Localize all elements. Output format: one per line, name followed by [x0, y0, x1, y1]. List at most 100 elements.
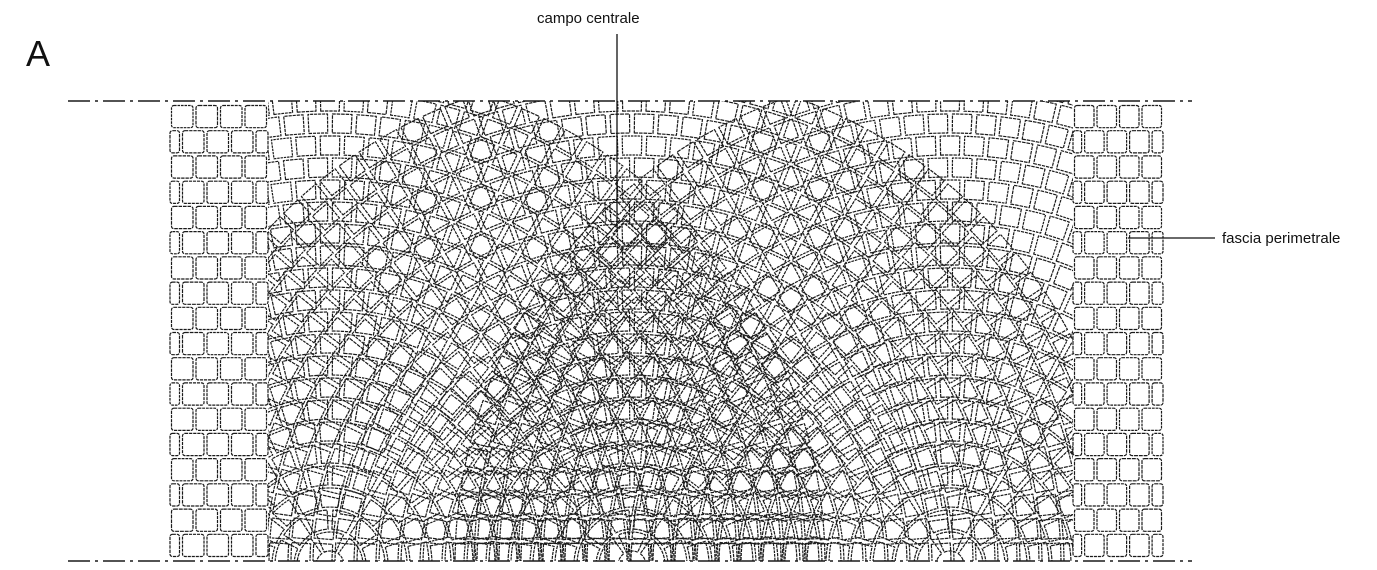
- central-field-stone: [1224, 188, 1251, 215]
- central-field-stone: [855, 165, 878, 188]
- central-field-stone: [470, 92, 494, 116]
- central-field-stone: [187, 430, 214, 457]
- central-field-stone: [915, 445, 937, 467]
- central-field-stone: [192, 343, 218, 369]
- central-field-stone: [831, 170, 855, 194]
- central-field-stone: [123, 517, 145, 539]
- perimeter-band-stone: [1120, 156, 1140, 178]
- central-field-stone: [1089, 391, 1116, 418]
- central-field-stone: [55, 543, 75, 563]
- central-field-stone: [1360, 313, 1377, 339]
- perimeter-band-stone: [221, 509, 243, 531]
- perimeter-band-stone: [1152, 131, 1163, 153]
- central-field-stone: [793, 352, 820, 379]
- central-field-stone: [658, 115, 679, 136]
- central-field-stone: [176, 205, 201, 230]
- central-field-stone: [121, 406, 148, 433]
- central-field-stone: [939, 488, 960, 508]
- central-field-stone: [1171, 385, 1198, 412]
- perimeter-band-stone: [1120, 106, 1140, 128]
- perimeter-band-stone: [1152, 181, 1163, 203]
- central-field-stone: [430, 542, 451, 562]
- central-field-stone: [12, 423, 37, 448]
- central-field-stone: [1291, 518, 1312, 539]
- perimeter-band-stone: [1073, 333, 1082, 355]
- central-field-stone: [1308, 356, 1334, 382]
- central-field-stone: [502, 105, 525, 128]
- central-field-stone: [56, 518, 77, 539]
- central-field-stone: [367, 138, 388, 159]
- perimeter-band-stone: [221, 206, 243, 228]
- central-field-stone: [0, 237, 3, 264]
- central-field-stone: [1184, 405, 1210, 431]
- central-field-stone: [1167, 471, 1191, 495]
- central-field-stone: [276, 400, 301, 425]
- central-field-stone: [1202, 518, 1223, 539]
- central-field-stone: [408, 542, 429, 563]
- central-field-stone: [1175, 180, 1201, 206]
- central-field-stone: [0, 257, 15, 284]
- central-field-stone: [1252, 446, 1276, 471]
- perimeter-band-stone: [221, 408, 243, 430]
- central-field-stone: [622, 136, 642, 155]
- central-field-stone: [748, 493, 772, 517]
- central-field-stone: [90, 199, 116, 225]
- central-field-stone: [160, 470, 186, 496]
- central-field-stone: [425, 80, 448, 103]
- central-field-stone: [38, 495, 60, 518]
- central-field-stone: [21, 358, 47, 385]
- central-field-stone: [175, 424, 199, 448]
- perimeter-band-stone: [1152, 282, 1163, 304]
- central-field-stone: [1220, 426, 1245, 451]
- central-field-stone: [1045, 80, 1068, 103]
- perimeter-band-stone: [1130, 333, 1150, 355]
- perimeter-band-stone: [183, 484, 205, 506]
- central-field-stone: [958, 538, 983, 563]
- central-field-stone: [110, 138, 135, 164]
- central-field-stone: [940, 136, 960, 155]
- central-field-stone: [877, 409, 902, 434]
- perimeter-band-stone: [1097, 257, 1117, 279]
- central-field-stone: [987, 138, 1008, 159]
- central-field-stone: [904, 71, 924, 91]
- central-field-stone: [1367, 447, 1377, 470]
- perimeter-band-stone: [1130, 433, 1150, 455]
- perimeter-band-stone: [1075, 307, 1095, 329]
- central-field-stone: [1265, 257, 1292, 284]
- central-field-stone: [445, 147, 470, 172]
- perimeter-band-stone: [256, 534, 268, 556]
- central-field-stone: [479, 158, 504, 182]
- central-field-stone: [71, 364, 98, 391]
- central-field-stone: [166, 92, 190, 116]
- perimeter-band-stone: [1152, 534, 1163, 556]
- central-field-stone: [537, 165, 560, 188]
- central-field-stone: [437, 105, 460, 128]
- central-field-stone: [964, 92, 984, 112]
- central-field-stone: [20, 471, 43, 494]
- central-field-stone: [1298, 446, 1322, 470]
- central-field-stone: [1079, 112, 1103, 136]
- central-field-stone: [891, 293, 913, 315]
- central-field-stone: [1337, 423, 1361, 447]
- central-field-stone: [1343, 378, 1368, 403]
- central-field-stone: [1305, 400, 1330, 425]
- central-field-stone: [479, 263, 505, 289]
- central-field-stone: [1177, 130, 1203, 156]
- central-field-stone: [147, 447, 170, 470]
- central-field-stone: [367, 248, 389, 270]
- central-field-stone: [190, 378, 215, 403]
- central-field-stone: [300, 469, 323, 493]
- central-field-stone: [322, 471, 345, 494]
- central-field-stone: [159, 543, 179, 563]
- central-field-stone: [1090, 92, 1114, 116]
- central-field-stone: [0, 200, 9, 227]
- perimeter-band-stone: [256, 282, 268, 304]
- central-field-stone: [598, 136, 618, 156]
- central-field-stone: [480, 371, 507, 398]
- central-field-stone: [51, 227, 78, 254]
- perimeter-band-stone: [245, 257, 267, 279]
- central-field-stone: [140, 495, 161, 516]
- central-field-stone: [377, 409, 402, 434]
- central-field-stone: [1172, 231, 1199, 258]
- central-field-stone: [247, 543, 267, 563]
